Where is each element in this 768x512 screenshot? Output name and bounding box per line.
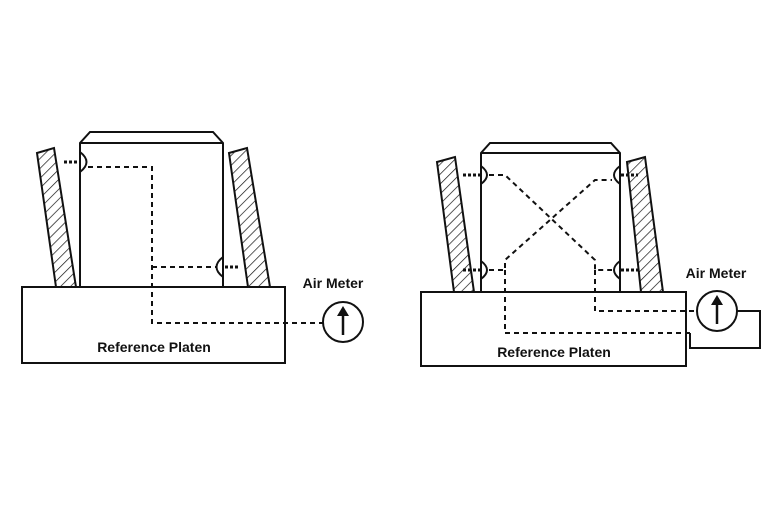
air-meter-label: Air Meter [686, 265, 747, 281]
diagram-dual-jet-setup: Reference Platen Air Meter [420, 142, 761, 367]
arrow-up-icon [337, 306, 349, 335]
air-passage-cross-b [489, 179, 612, 271]
reference-platen [420, 291, 687, 367]
right-fixture-post [625, 155, 665, 293]
right-fixture-post [227, 146, 272, 288]
air-jet-nozzle-icon [79, 151, 88, 173]
meter-return-line [689, 310, 761, 349]
air-passage-return [504, 270, 690, 334]
air-meter-gauge-icon [696, 290, 738, 332]
left-fixture-post [435, 155, 476, 293]
air-jet-nozzle-icon [613, 260, 621, 280]
workpiece [480, 142, 621, 292]
diagram-single-jet-setup: Reference Platen Air Meter [21, 131, 364, 364]
air-passage-to-meter [594, 270, 697, 312]
air-meter-label: Air Meter [303, 275, 364, 291]
workpiece [79, 131, 224, 287]
reference-platen-label: Reference Platen [97, 339, 211, 355]
air-jet-nozzle-icon [480, 165, 488, 185]
reference-platen [21, 286, 286, 364]
arrow-up-icon [711, 295, 723, 324]
air-jet-nozzle-icon [215, 256, 224, 278]
air-jet-nozzle-icon [613, 165, 621, 185]
left-fixture-post [35, 146, 78, 288]
air-meter-gauge-icon [322, 301, 364, 343]
air-jet-nozzle-icon [480, 260, 488, 280]
reference-platen-label: Reference Platen [497, 344, 611, 360]
air-passage-upper-jet [88, 166, 323, 324]
air-passage-cross-a [489, 174, 612, 271]
